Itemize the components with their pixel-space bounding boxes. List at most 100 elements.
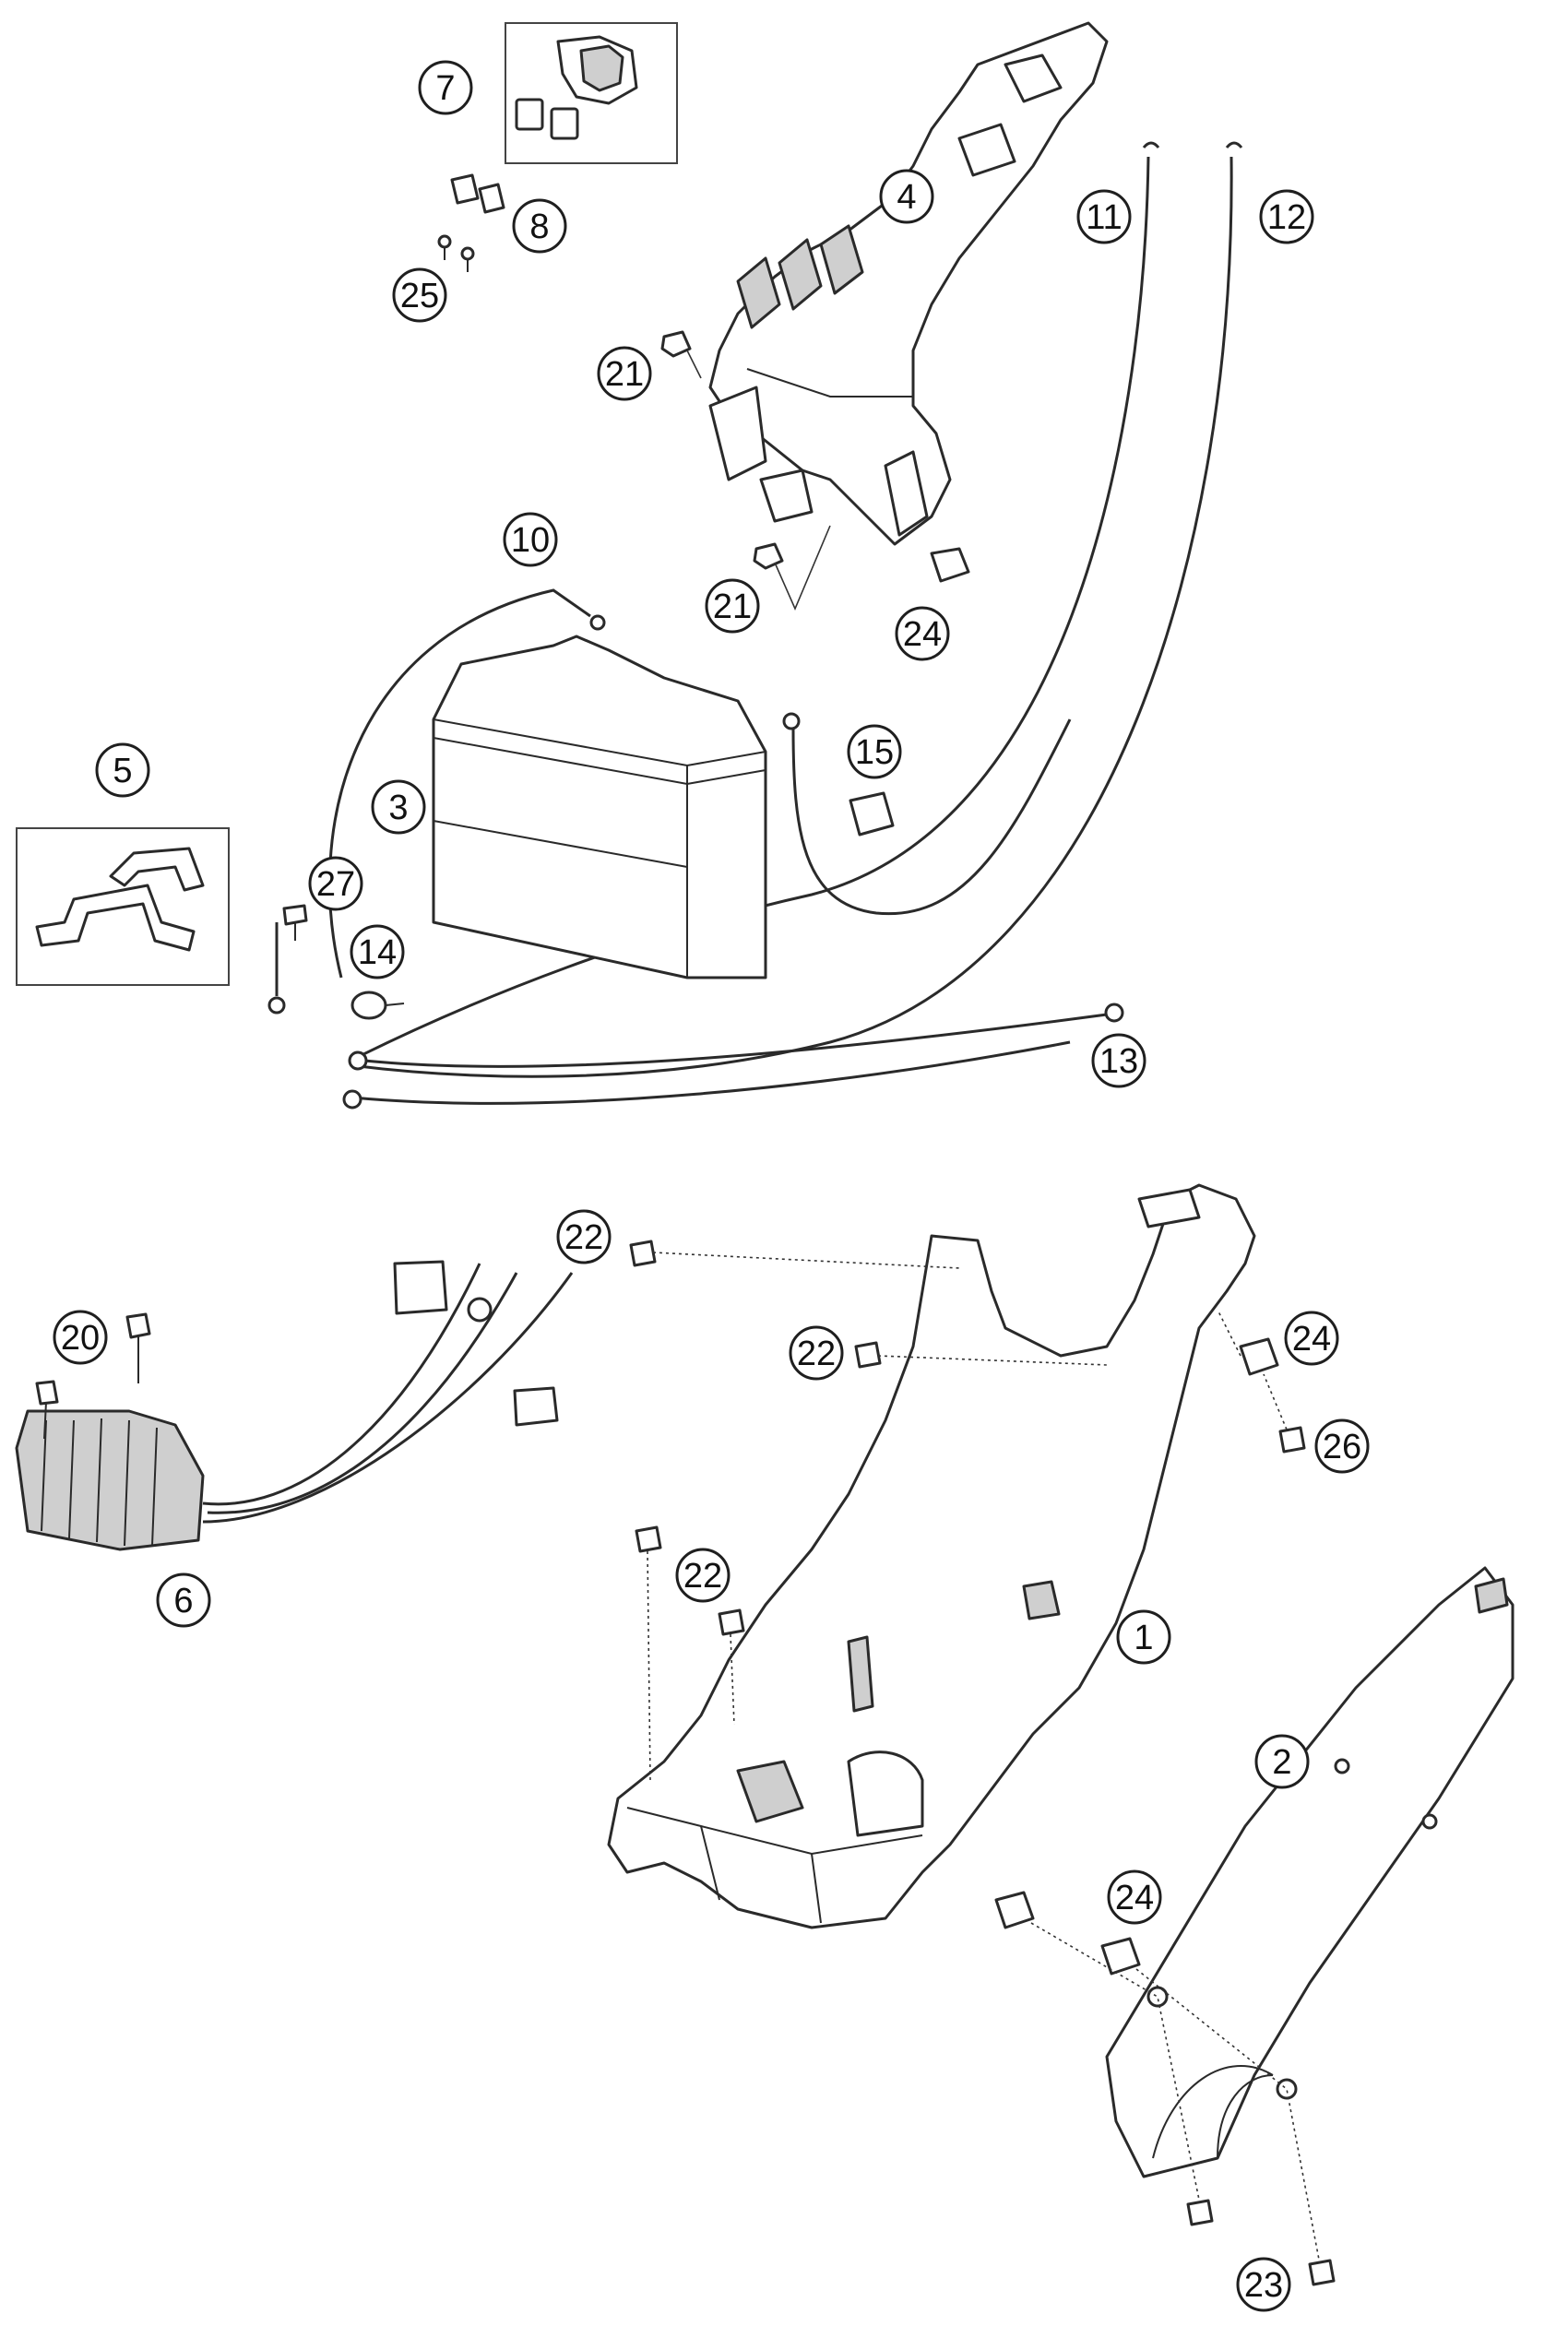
callout-number: 24 <box>903 615 942 654</box>
callout-circle <box>350 924 405 979</box>
callout-number: 24 <box>1292 1320 1331 1359</box>
callout-number: 5 <box>113 752 132 790</box>
callout-6: 6 <box>156 1572 211 1628</box>
callout-25: 25 <box>392 267 447 323</box>
callout-23: 23 <box>1236 2257 1291 2312</box>
callout-number: 20 <box>61 1319 100 1358</box>
callout-number: 7 <box>435 69 455 108</box>
callout-number: 2 <box>1272 1743 1291 1782</box>
callout-number: 8 <box>529 208 549 246</box>
callout-number: 6 <box>173 1582 193 1620</box>
callout-circle <box>503 512 558 567</box>
voltage-regulator <box>15 1260 574 1551</box>
callout-12: 12 <box>1259 189 1314 244</box>
callout-15: 15 <box>847 724 902 779</box>
cable-15 <box>782 712 1072 916</box>
callout-number: 14 <box>358 933 397 972</box>
callout-21: 21 <box>597 346 652 401</box>
small-screws <box>437 234 475 272</box>
callout-20: 20 <box>53 1310 108 1365</box>
callout-circle <box>1107 1869 1162 1925</box>
callout-circle <box>1116 1609 1171 1665</box>
battery-box <box>607 1183 1256 1929</box>
callout-3: 3 <box>371 779 426 835</box>
callout-circle <box>1091 1033 1146 1088</box>
callout-circle <box>597 346 652 401</box>
callout-circle <box>371 779 426 835</box>
callout-number: 10 <box>511 521 550 560</box>
callout-number: 21 <box>713 587 752 626</box>
callout-number: 22 <box>564 1218 603 1257</box>
callout-circle <box>705 578 760 634</box>
callout-21: 21 <box>705 578 760 634</box>
callout-circle <box>156 1572 211 1628</box>
callout-22: 22 <box>789 1325 844 1381</box>
callout-number: 4 <box>897 178 916 217</box>
callout-circle <box>308 856 363 911</box>
callout-number: 11 <box>1086 198 1122 237</box>
callout-number: 23 <box>1244 2266 1283 2305</box>
callout-24: 24 <box>1107 1869 1162 1925</box>
callout-circle <box>512 198 567 254</box>
callout-number: 22 <box>797 1335 836 1373</box>
battery-holder-bracket <box>708 21 1109 546</box>
cable-13 <box>342 1003 1124 1110</box>
callout-24: 24 <box>895 606 950 661</box>
fastener-screws <box>629 1240 1336 2286</box>
callout-number: 25 <box>400 277 439 315</box>
callout-8: 8 <box>512 198 567 254</box>
callout-circle <box>1236 2257 1291 2312</box>
callout-number: 22 <box>683 1557 722 1596</box>
rear-cover <box>1105 1566 1515 2178</box>
callout-circle <box>53 1310 108 1365</box>
battery <box>432 635 767 979</box>
cap-14 <box>350 991 405 1020</box>
callout-7: 7 <box>418 60 473 115</box>
callout-circle <box>1259 189 1314 244</box>
callout-5: 5 <box>95 742 150 798</box>
callout-circle <box>418 60 473 115</box>
callout-10: 10 <box>503 512 558 567</box>
callout-circle <box>847 724 902 779</box>
callout-circle <box>789 1325 844 1381</box>
callout-1: 1 <box>1116 1609 1171 1665</box>
callout-circle <box>675 1548 731 1603</box>
relay-kit <box>505 22 678 164</box>
callout-circle <box>1284 1311 1339 1366</box>
callout-circle <box>1254 1734 1310 1789</box>
callout-number: 13 <box>1099 1042 1138 1081</box>
callout-circle <box>895 606 950 661</box>
callout-27: 27 <box>308 856 363 911</box>
callout-2: 2 <box>1254 1734 1310 1789</box>
callout-11: 11 <box>1076 189 1132 244</box>
callout-circle <box>95 742 150 798</box>
callout-22: 22 <box>556 1209 612 1264</box>
callout-circle <box>392 267 447 323</box>
callout-24: 24 <box>1284 1311 1339 1366</box>
clip-nuts <box>994 1337 1279 1976</box>
callout-circle <box>1076 189 1132 244</box>
callout-number: 15 <box>855 733 894 772</box>
cables-11-12 <box>350 141 1243 1078</box>
screw-27 <box>282 904 308 941</box>
fuses <box>450 173 505 214</box>
callout-number: 3 <box>388 789 408 827</box>
callout-number: 27 <box>316 865 355 904</box>
callout-number: 1 <box>1134 1619 1153 1657</box>
callout-number: 12 <box>1267 198 1306 237</box>
callout-26: 26 <box>1314 1418 1370 1474</box>
callout-circle <box>879 169 934 224</box>
callout-13: 13 <box>1091 1033 1146 1088</box>
callout-circle <box>1314 1418 1370 1474</box>
callout-number: 24 <box>1115 1879 1154 1917</box>
cable-10 <box>267 588 606 1015</box>
holding-brackets <box>16 827 230 986</box>
bracket-nuts <box>660 330 970 611</box>
callout-14: 14 <box>350 924 405 979</box>
assembly-lines <box>647 1252 1320 2261</box>
callout-22: 22 <box>675 1548 731 1603</box>
callout-number: 21 <box>605 355 644 394</box>
